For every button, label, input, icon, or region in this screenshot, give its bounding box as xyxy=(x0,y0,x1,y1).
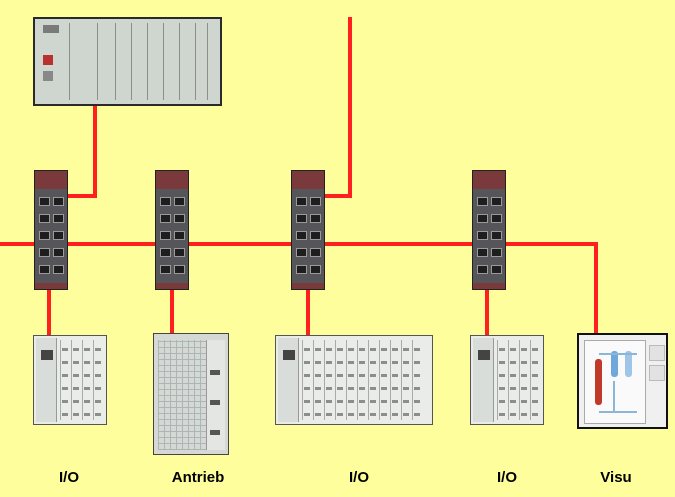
visu-label: Visu xyxy=(600,469,632,486)
switch-port xyxy=(53,265,64,274)
switch-port xyxy=(174,248,185,257)
terminal-block xyxy=(324,340,334,420)
io1-drop-line xyxy=(47,290,51,336)
switch-port xyxy=(39,231,50,240)
switch-port xyxy=(296,197,307,206)
switch-port xyxy=(477,214,488,223)
drive-label: Antrieb xyxy=(171,469,225,486)
switch-port xyxy=(160,248,171,257)
switch-port xyxy=(296,231,307,240)
terminal-block xyxy=(302,340,312,420)
switch-port xyxy=(296,265,307,274)
switch-port xyxy=(53,231,64,240)
switch-port xyxy=(491,248,502,257)
switch-port xyxy=(53,197,64,206)
terminal-block xyxy=(60,340,70,420)
terminal-block xyxy=(497,340,507,420)
terminal-block xyxy=(346,340,356,420)
io-label-1: I/O xyxy=(58,469,79,486)
switch-port xyxy=(477,231,488,240)
switch-port xyxy=(39,197,50,206)
terminal-block xyxy=(82,340,92,420)
drive-cabinet-icon xyxy=(153,333,229,455)
switch-port xyxy=(160,231,171,240)
switch-port xyxy=(39,265,50,274)
terminal-block xyxy=(313,340,323,420)
switch-port xyxy=(53,248,64,257)
switch-port xyxy=(53,214,64,223)
io-module-icon xyxy=(470,335,544,425)
ethernet-switch-icon xyxy=(291,170,325,290)
switch-port xyxy=(477,265,488,274)
switch-port xyxy=(310,248,321,257)
switch-port xyxy=(310,197,321,206)
ethernet-switch-icon xyxy=(155,170,189,290)
terminal-block xyxy=(93,340,103,420)
switch-port xyxy=(491,197,502,206)
terminal-block xyxy=(335,340,345,420)
switch-port xyxy=(160,265,171,274)
io-module-icon xyxy=(275,335,433,425)
switch-port xyxy=(491,231,502,240)
terminal-block xyxy=(519,340,529,420)
switch-port xyxy=(491,265,502,274)
io2-drop-line xyxy=(306,290,310,336)
switch-port xyxy=(174,265,185,274)
io-module-icon xyxy=(33,335,107,425)
ethernet-switch-icon xyxy=(472,170,506,290)
drive-drop-line xyxy=(170,290,174,334)
io-label-2: I/O xyxy=(348,469,369,486)
ethernet-switch-icon xyxy=(34,170,68,290)
terminal-block xyxy=(379,340,389,420)
terminal-block xyxy=(368,340,378,420)
switch-port xyxy=(296,214,307,223)
uplink-connector xyxy=(320,194,352,198)
switch-port xyxy=(160,214,171,223)
switch-port xyxy=(160,197,171,206)
terminal-block xyxy=(530,340,540,420)
plc-rack-icon xyxy=(33,17,222,106)
switch-port xyxy=(174,231,185,240)
switch-port xyxy=(310,231,321,240)
io3-drop-line xyxy=(485,290,489,336)
terminal-block xyxy=(412,340,422,420)
terminal-block xyxy=(71,340,81,420)
switch-port xyxy=(477,197,488,206)
plc-drop-line xyxy=(93,106,97,198)
switch-port xyxy=(174,197,185,206)
terminal-block xyxy=(390,340,400,420)
switch-port xyxy=(174,214,185,223)
terminal-block xyxy=(357,340,367,420)
switch-port xyxy=(296,248,307,257)
switch-port xyxy=(310,214,321,223)
hmi-visualization-icon xyxy=(577,333,668,429)
switch-port xyxy=(477,248,488,257)
terminal-block xyxy=(508,340,518,420)
switch-port xyxy=(39,248,50,257)
uplink-line-top xyxy=(348,17,352,197)
switch-port xyxy=(491,214,502,223)
switch-port xyxy=(310,265,321,274)
io-label-3: I/O xyxy=(496,469,517,486)
terminal-block xyxy=(401,340,411,420)
visu-drop-line xyxy=(594,242,598,334)
plc-connector xyxy=(66,194,97,198)
switch-port xyxy=(39,214,50,223)
